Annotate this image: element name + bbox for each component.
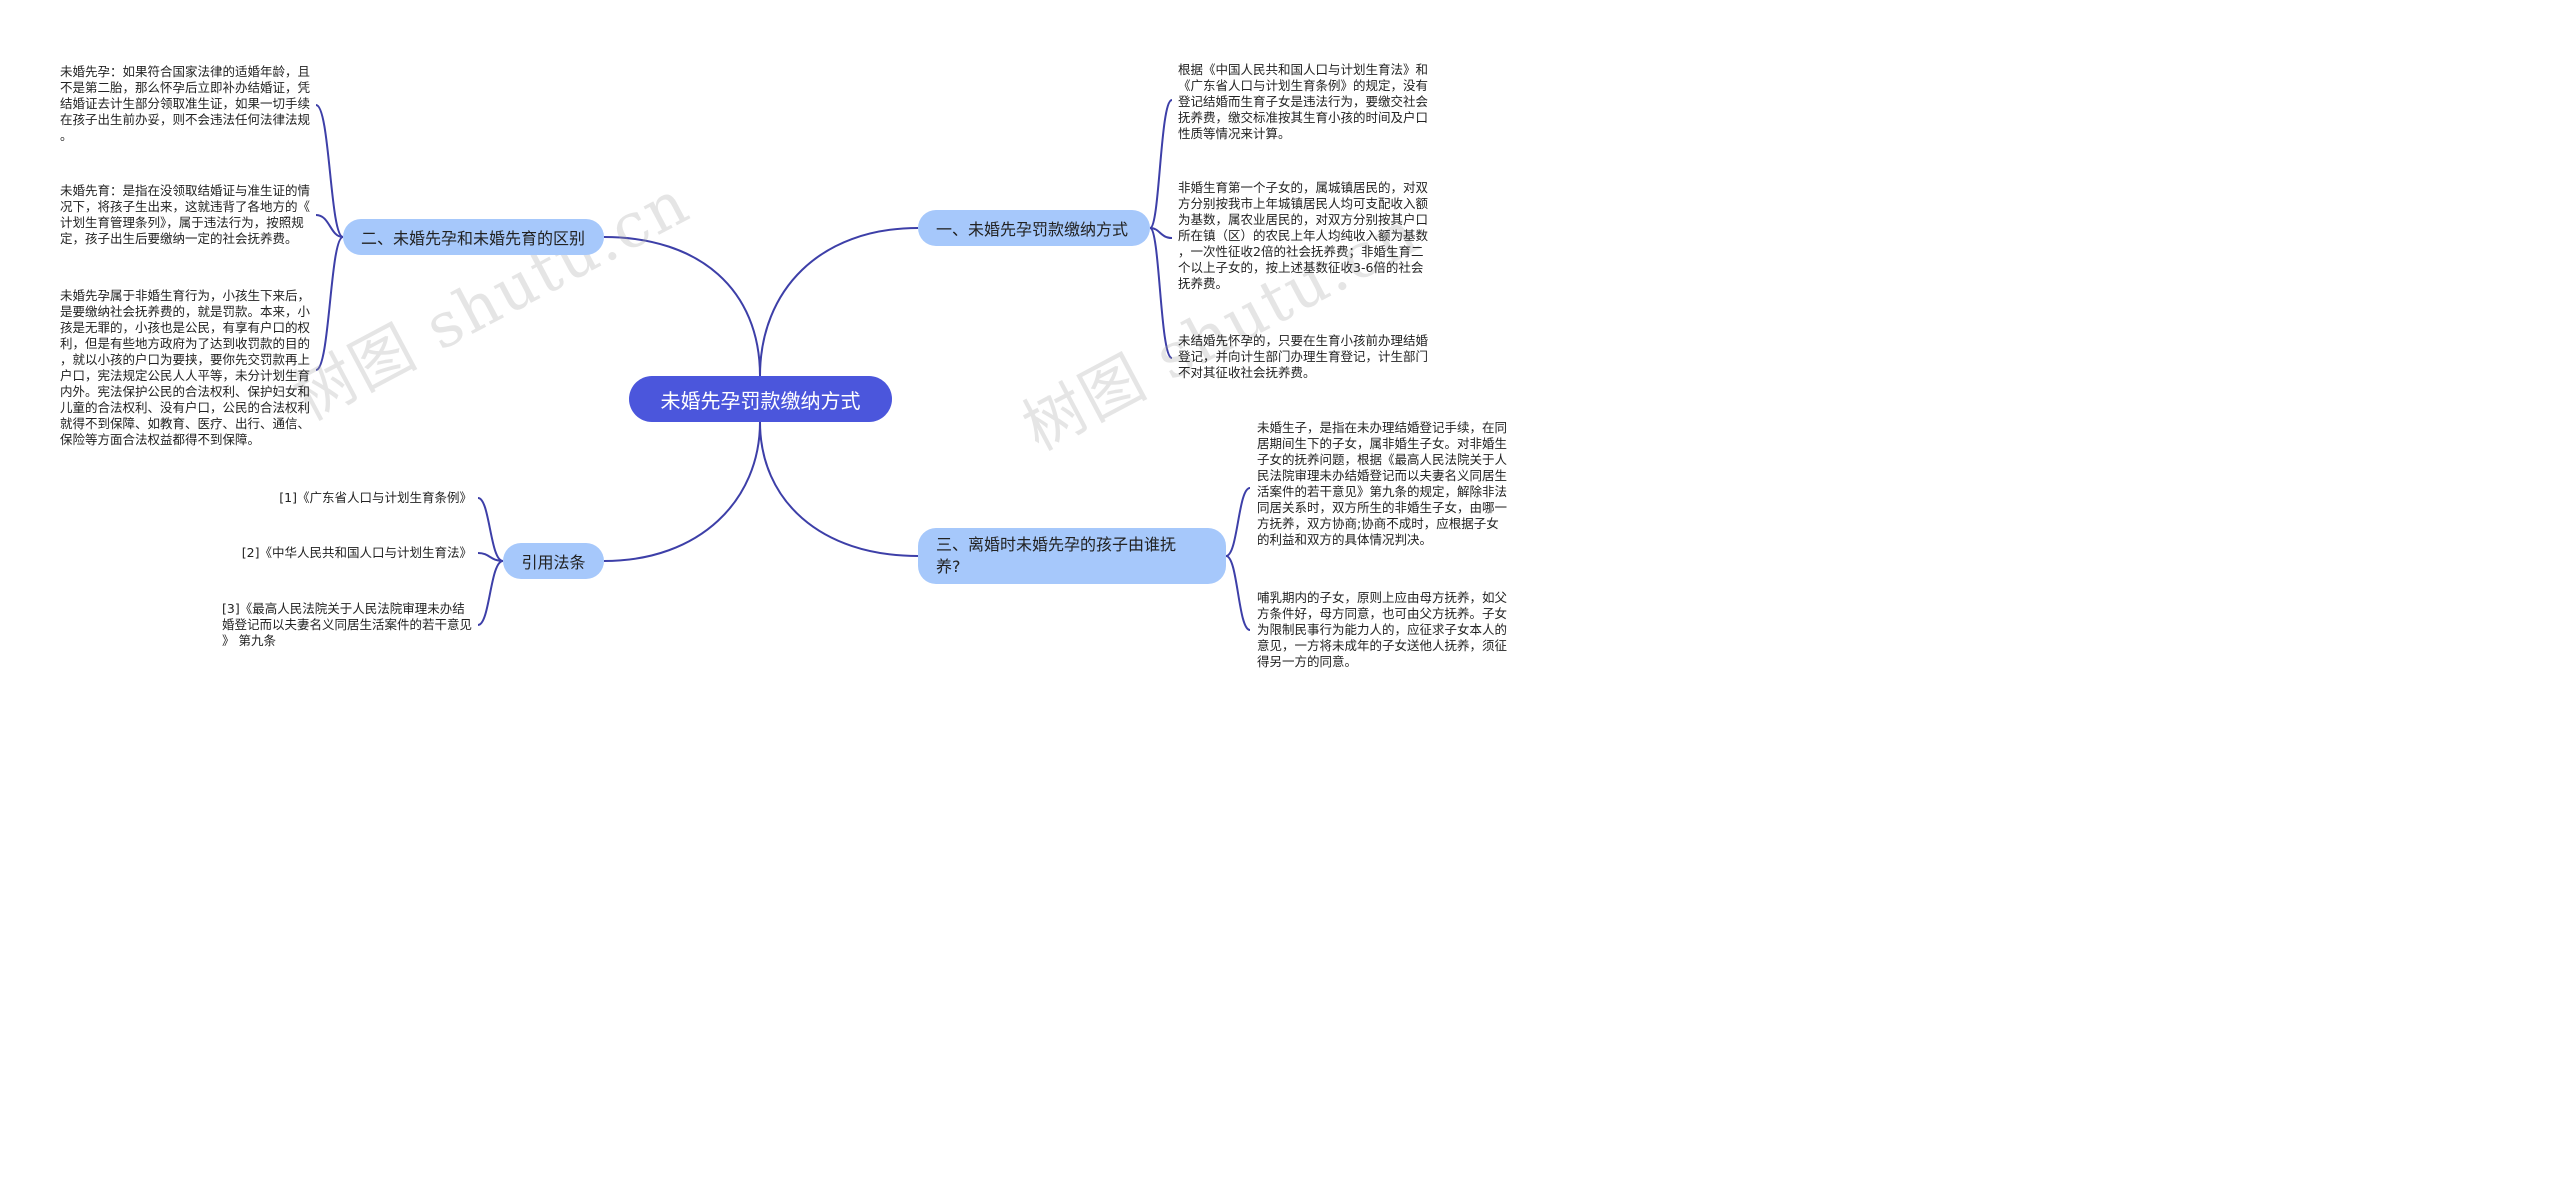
leaf-pregnancy-definition: 未婚先孕：如果符合国家法律的适婚年龄，且 不是第二胎，那么怀孕后立即补办结婚证，… — [60, 64, 311, 143]
link-b1-leaf1 — [1149, 99, 1173, 229]
leaf-citation-1[interactable]: [1]《广东省人口与计划生育条例》 — [279, 490, 472, 505]
leaf-citation-3[interactable]: [3]《最高人民法院关于人民法院审理未办结 婚登记而以夫妻名义同居生活案件的若干… — [222, 601, 473, 648]
leaf-rights-note: 未婚先孕属于非婚生育行为，小孩生下来后， 是要缴纳社会抚养费的，就是罚款。本来，… — [60, 288, 311, 447]
connector-lines — [315, 99, 1251, 631]
branch-fine-payment[interactable]: 一、未婚先孕罚款缴纳方式 — [918, 210, 1150, 246]
link-root-b3 — [759, 421, 919, 557]
leaf-citation-2[interactable]: [2]《中华人民共和国人口与计划生育法》 — [241, 545, 472, 560]
branch-custody[interactable]: 三、离婚时未婚先孕的孩子由谁抚 养? — [918, 528, 1226, 584]
link-b1-leaf2 — [1149, 227, 1173, 239]
link-b4-leaf1 — [477, 497, 504, 562]
link-b2-leaf1 — [315, 104, 344, 238]
link-b1-leaf3 — [1149, 227, 1173, 359]
leaf-custody-nursing: 哺乳期内的子女，原则上应由母方抚养，如父 方条件好，母方同意，也可由父方抚养。子… — [1257, 590, 1508, 669]
link-b3-leaf1 — [1225, 487, 1251, 557]
link-root-b4 — [603, 421, 761, 562]
branch-legal-citations[interactable]: 引用法条 — [503, 543, 604, 579]
branch-difference[interactable]: 二、未婚先孕和未婚先育的区别 — [343, 219, 604, 255]
link-b3-leaf2 — [1225, 555, 1251, 631]
mindmap-canvas: 树图 shutu.cn 树图 shutu.cn 未婚先孕罚款缴纳方式 一、未婚先… — [0, 0, 1560, 745]
link-b4-leaf2 — [477, 552, 504, 562]
link-b4-leaf3 — [477, 560, 504, 626]
leaf-custody-judgment: 未婚生子，是指在未办理结婚登记手续，在同 居期间生下的子女，属非婚生子女。对非婚… — [1257, 420, 1508, 547]
link-b2-leaf2 — [315, 214, 344, 238]
leaf-fine-standard: 非婚生育第一个子女的，属城镇居民的，对双 方分别按我市上年城镇居民人均可支配收入… — [1178, 180, 1429, 291]
leaf-birth-definition: 未婚先育：是指在没领取结婚证与准生证的情 况下，将孩子生出来，这就违背了各地方的… — [60, 183, 311, 246]
link-root-b2 — [603, 236, 761, 377]
root-node[interactable]: 未婚先孕罚款缴纳方式 — [629, 376, 892, 422]
leaf-fine-exemption: 未结婚先怀孕的，只要在生育小孩前办理结婚 登记，并向计生部门办理生育登记，计生部… — [1178, 333, 1429, 380]
link-root-b1 — [759, 227, 919, 377]
link-b2-leaf3 — [315, 236, 344, 371]
leaf-fine-legal-basis: 根据《中国人民共和国人口与计划生育法》和 《广东省人口与计划生育条例》的规定，没… — [1178, 62, 1429, 141]
